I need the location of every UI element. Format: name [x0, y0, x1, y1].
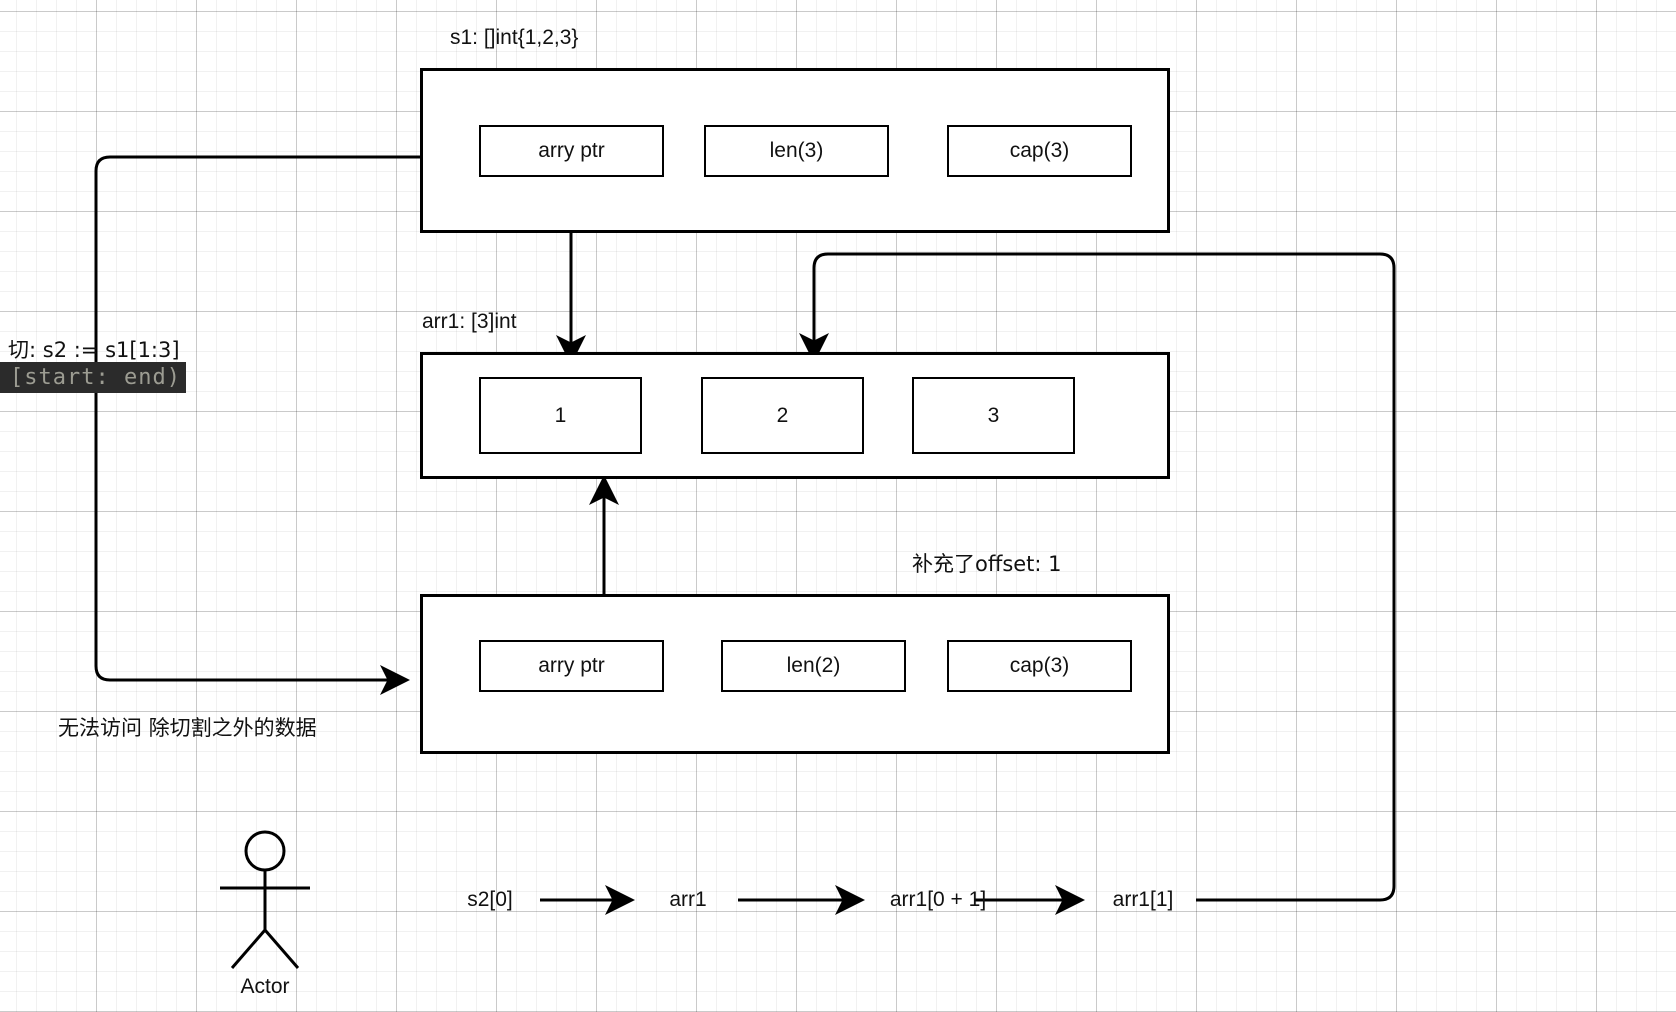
- s1-field-arry-ptr: arry ptr: [479, 125, 664, 177]
- s1-field-len: len(3): [704, 125, 889, 177]
- arr1-cell-0: 1: [479, 377, 642, 454]
- connector-arr1index-to-cell2: [799, 252, 1396, 902]
- s2-field-arry-ptr: arry ptr: [479, 640, 664, 692]
- arr1-title: arr1: [3]int: [422, 310, 517, 333]
- actor-head-icon: [244, 830, 286, 872]
- arr1-cell-1: 2: [701, 377, 864, 454]
- actor-figure: [220, 830, 310, 969]
- s2-field-cap: cap(3): [947, 640, 1132, 692]
- s2-field-len: len(2): [721, 640, 906, 692]
- flow-step-arr1-one: arr1[1]: [1112, 888, 1174, 911]
- actor-label: Actor: [240, 975, 290, 998]
- s1-field-cap: cap(3): [947, 125, 1132, 177]
- connector-s1-to-s2: [94, 155, 420, 695]
- offset-note: 补充了offset: 1: [912, 552, 1062, 576]
- flow-step-s2-index: s2[0]: [467, 888, 513, 911]
- actor-leg-right: [263, 929, 300, 969]
- slice-range-code-badge: [start: end): [0, 362, 186, 393]
- slice-expression-note: 切: s2 := s1[1:3]: [8, 338, 180, 362]
- flow-step-arr1: arr1: [669, 888, 707, 911]
- no-access-note: 无法访问 除切割之外的数据: [58, 716, 317, 740]
- arr1-cell-2: 3: [912, 377, 1075, 454]
- actor-leg-left: [230, 929, 267, 969]
- flow-step-arr1-offset: arr1[0 + 1]: [889, 888, 987, 911]
- s1-title: s1: []int{1,2,3}: [450, 26, 579, 49]
